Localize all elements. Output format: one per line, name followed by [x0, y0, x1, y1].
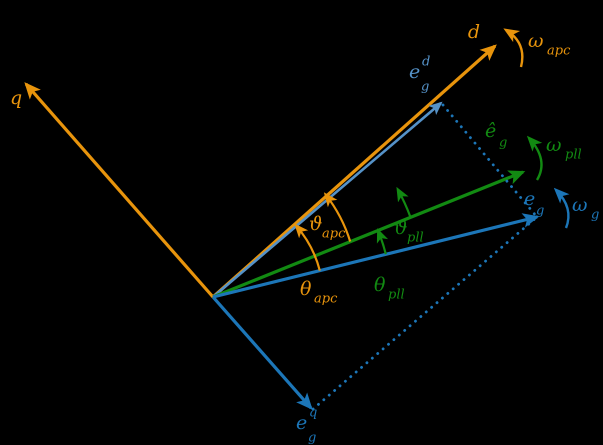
axis-d-line	[211, 44, 497, 299]
arc-vartheta-pll	[396, 186, 412, 218]
label-axis-d: d	[468, 21, 480, 43]
label-eg-d-superscript: d	[422, 55, 430, 70]
label-eg-hat-subscript: g	[499, 136, 507, 151]
label-omega-apc: ω apc	[528, 30, 571, 59]
label-theta-apc-subscript: apc	[314, 292, 338, 307]
label-theta-pll: θ pll	[374, 274, 405, 303]
label-theta-apc-base: θ	[300, 278, 312, 300]
label-vartheta-pll-subscript: pll	[407, 231, 424, 246]
label-vector-eg-grid: e g	[524, 188, 544, 219]
label-eg-q-superscript: q	[309, 406, 317, 421]
label-eg-d-subscript: g	[421, 80, 429, 95]
label-eg-q-base: e	[296, 412, 307, 434]
label-eg-base: e	[524, 188, 535, 210]
label-vartheta-apc: ϑ apc	[309, 213, 346, 242]
arc-omega-g	[553, 187, 570, 229]
label-theta-apc: θ apc	[300, 278, 338, 307]
label-vector-eg-d: e d g	[409, 55, 430, 95]
label-omega-g-base: ω	[572, 194, 588, 216]
label-omega-apc-base: ω	[528, 30, 544, 52]
label-omega-apc-subscript: apc	[547, 44, 571, 59]
dotted-d-projection-line	[441, 103, 539, 219]
dotted-q-projection-line	[311, 215, 539, 411]
label-eg-subscript: g	[536, 204, 544, 219]
label-theta-pll-subscript: pll	[388, 288, 405, 303]
label-eg-q-subscript: g	[308, 431, 316, 445]
arc-omega-apc	[503, 28, 524, 68]
vector-eg-estimated-line	[212, 170, 526, 299]
vector-eg-q-line	[211, 295, 313, 410]
label-eg-d-base: e	[409, 61, 420, 83]
label-vartheta-pll: ϑ pll	[394, 217, 424, 246]
label-vartheta-apc-subscript: apc	[322, 227, 346, 242]
label-omega-pll-base: ω	[546, 134, 562, 156]
arc-theta-pll	[376, 228, 389, 255]
arc-vartheta-apc	[323, 192, 352, 242]
label-vartheta-pll-base: ϑ	[394, 217, 408, 239]
label-axis-q: q	[10, 87, 22, 109]
label-vector-eg-q: e q g	[296, 406, 317, 445]
label-vartheta-apc-base: ϑ	[309, 213, 323, 235]
axis-q-line	[24, 82, 215, 299]
arc-theta-apc	[294, 223, 321, 271]
label-omega-pll-subscript: pll	[565, 148, 582, 163]
label-vector-eg-estimated: ê g	[485, 120, 507, 151]
label-omega-g: ω g	[572, 194, 599, 223]
vector-eg-grid-line	[212, 213, 540, 299]
label-omega-g-subscript: g	[591, 208, 599, 223]
arc-omega-pll	[526, 135, 543, 181]
label-omega-pll: ω pll	[546, 134, 582, 163]
label-theta-pll-base: θ	[374, 274, 386, 296]
label-eg-hat-base: ê	[485, 120, 496, 142]
